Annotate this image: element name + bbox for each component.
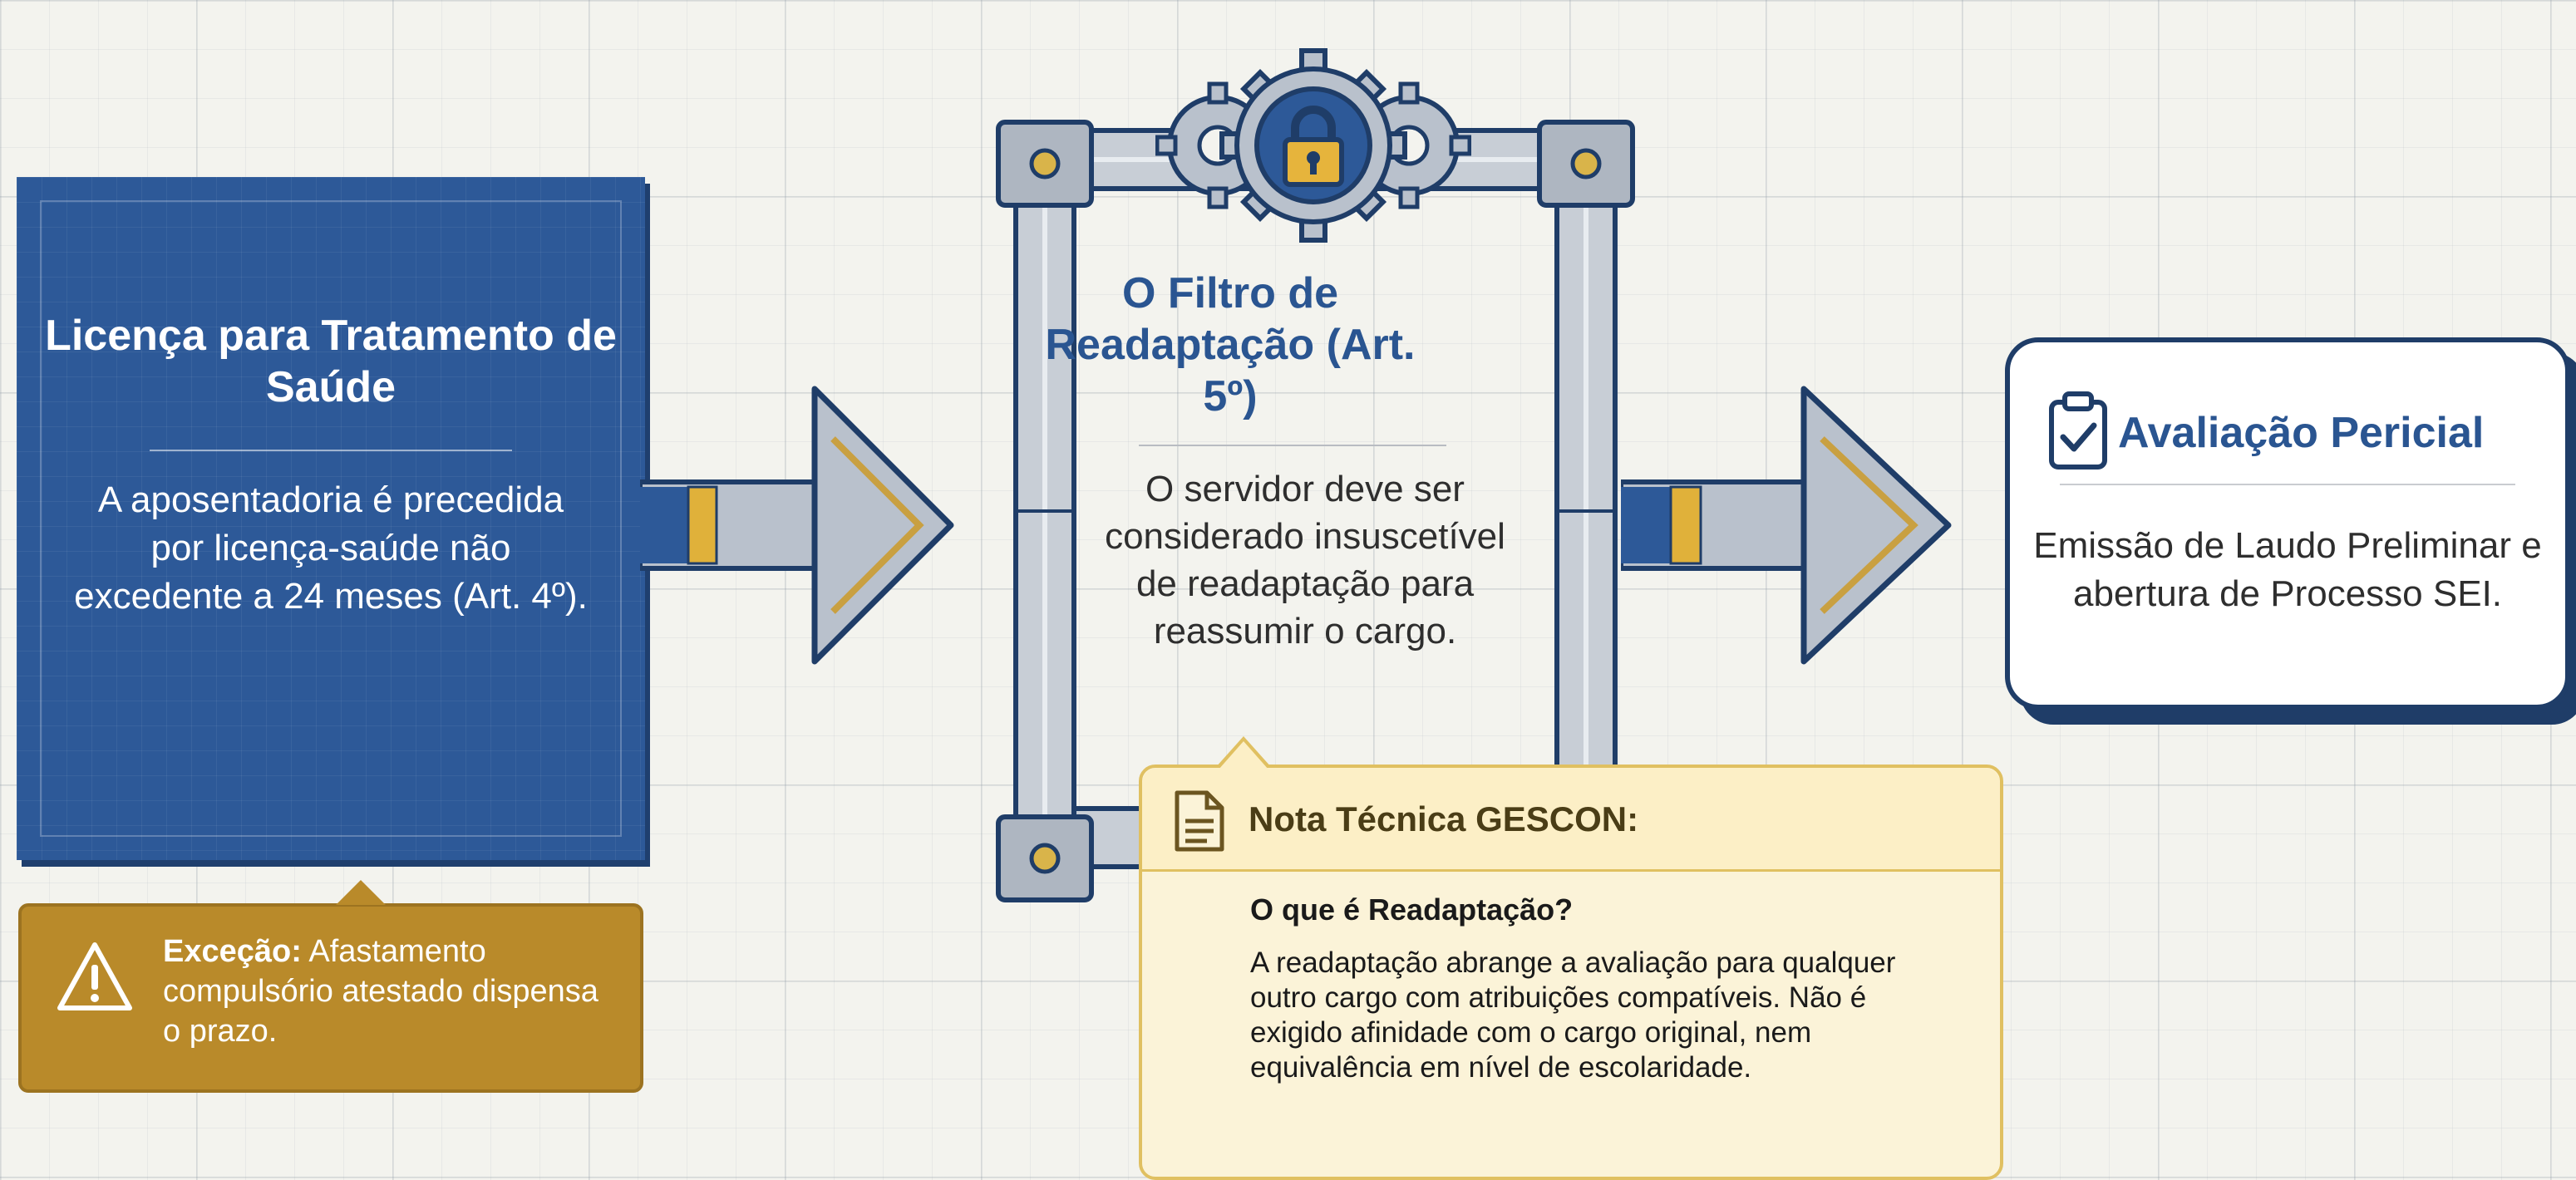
filter-body: O servidor deve ser considerado insuscet… <box>1105 469 1505 651</box>
exception-label: Exceção: <box>163 934 302 969</box>
note-pointer <box>1219 741 1268 769</box>
warning-icon <box>57 942 132 1010</box>
health-leave-title: Licença para Tratamento de Saúde <box>45 312 617 411</box>
padlock-icon <box>1283 106 1344 187</box>
filter-divider <box>1139 445 1446 446</box>
exception-description: Afastamento compulsório atestado dispens… <box>163 934 598 1049</box>
note-body: A readaptação abrange a avaliação para q… <box>1250 946 1896 1084</box>
blue-box-inner-frame <box>40 200 622 837</box>
arrow-right-icon <box>1621 386 1952 665</box>
health-leave-box: Licença para Tratamento de Saúde A apose… <box>17 177 645 860</box>
evaluation-card: Avaliação Pericial Emissão de Laudo Prel… <box>2005 337 2570 710</box>
clipboard-check-icon <box>2049 391 2107 470</box>
document-icon <box>1175 790 1224 852</box>
exception-callout-pointer <box>336 880 386 905</box>
blue-box-divider <box>150 450 512 451</box>
note-header <box>1142 768 2000 872</box>
exception-text: Exceção: Afastamento compulsório atestad… <box>163 932 615 1051</box>
arrow-right-icon <box>640 386 954 665</box>
note-title: Nota Técnica GESCON: <box>1249 799 1639 838</box>
evaluation-title: Avaliação Pericial <box>2118 409 2485 457</box>
exception-callout: Exceção: Afastamento compulsório atestad… <box>18 880 643 1093</box>
note-question: O que é Readaptação? <box>1250 892 1574 927</box>
technical-note-card: Nota Técnica GESCON: O que é Readaptação… <box>1139 736 2003 1180</box>
evaluation-body: Emissão de Laudo Preliminar e abertura d… <box>2033 525 2542 614</box>
filter-title: O Filtro de Readaptação (Art. 5º) <box>1045 269 1416 420</box>
evaluation-divider <box>2060 484 2515 485</box>
health-leave-body: A aposentadoria é precedida por licença-… <box>74 479 588 617</box>
